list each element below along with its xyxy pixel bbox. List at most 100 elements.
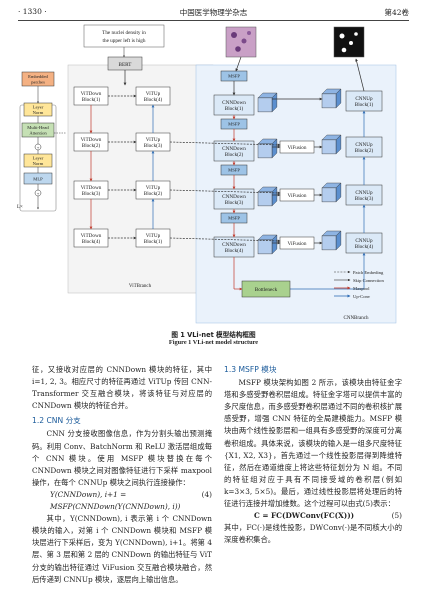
right-paragraph-1: MSFP 模块架构如图 2 所示，该模块由特征金字塔和多感受野卷积层组成。特征金… (224, 378, 402, 509)
vit-down-block-1-text-1: Block(1) (82, 96, 101, 103)
cnn-branch-label: CNNBranch (344, 316, 369, 321)
svg-text:+: + (37, 191, 40, 196)
vit-down-blocks: ViTDownBlock(1)ViTDownBlock(2)ViTDownBlo… (73, 86, 109, 248)
vit-down-block-2-text-1: Block(2) (82, 142, 101, 149)
right-paragraph-2: 其中，FC(·)是线性投影，DWConv(·)是不同核大小的深度卷积集合。 (224, 523, 402, 545)
vit-down-block-4-text-0: ViTDown (81, 233, 102, 239)
equation-5-number: (5) (391, 511, 402, 521)
vifusion-module-1: ViFusion (279, 140, 315, 154)
vifusion-module-2: ViFusion (279, 188, 315, 202)
vit-down-block-3-text-0: ViTDown (81, 185, 102, 191)
left-paragraph-2: CNN 分支接收图像信息，作为分割头输出预测掩码。利用 Conv、BatchNo… (32, 429, 212, 487)
vit-branch-label: ViTBranch (129, 284, 152, 289)
equation-4-body: Y(CNNDown), i+1 = MSFP(CNNDown(Y(CNNDown… (50, 489, 181, 512)
header-rule (18, 20, 409, 21)
msfp-module-1: MSFP (220, 118, 248, 130)
svg-text:+: + (37, 145, 40, 150)
text-prompt-line-2: the upper left is high (103, 37, 146, 44)
cnn-up-block-4-text-0: CNNUp (355, 238, 373, 244)
cnn-down-block-4-text-0: CNNDown (222, 242, 246, 248)
equation-4: Y(CNNDown), i+1 = MSFP(CNNDown(Y(CNNDown… (32, 489, 212, 513)
vit-up-block-4-text-0: ViTUp (146, 91, 161, 97)
vit-down-block-2-text-0: ViTDown (81, 137, 102, 143)
connection-arrows (89, 56, 366, 291)
msfp-module-input: MSFP (220, 70, 248, 82)
encoder-label-1a: Layer (33, 105, 44, 110)
cnn-up-feature-3 (321, 182, 342, 203)
cnn-down-feature-1 (257, 92, 278, 113)
text-prompt-group: The nuclei density in the upper left is … (83, 24, 165, 71)
encoder-label-3b: Norm (33, 161, 44, 166)
msfp-label-3: MSFP (228, 216, 240, 221)
figure-caption-cn: 图 1 VLi-net 模型结构框图 (171, 331, 256, 339)
input-histology-image (225, 26, 257, 58)
cnn-down-feature-2 (257, 138, 278, 159)
page-number: · 1330 · (18, 7, 47, 16)
cnn-down-block-1-text-0: CNNDown (222, 100, 246, 106)
cnn-up-block-2-text-0: CNNUp (355, 142, 373, 148)
cnn-down-blocks: CNNDownBlock(1)CNNDownBlock(2)CNNDownBlo… (213, 92, 278, 258)
cnn-down-block-2-text-0: CNNDown (222, 146, 246, 152)
vit-up-block-1-text-0: ViTUp (146, 233, 161, 239)
vifusion-label-2: ViFusion (287, 193, 306, 199)
cnn-up-feature-2 (321, 134, 342, 155)
cnn-down-feature-3 (257, 186, 278, 207)
output-mask-image (333, 26, 365, 58)
cnn-up-block-2-text-1: Block(2) (355, 147, 374, 154)
cnn-up-block-3-text-1: Block(3) (355, 195, 374, 202)
encoder-count: L× (17, 205, 23, 210)
legend-skip-connection: Skip Connection (353, 278, 384, 283)
vit-up-blocks: ViTUpBlock(4)ViTUpBlock(3)ViTUpBlock(2)V… (135, 86, 171, 248)
transformer-encoder: Embedded patches Layer Norm Multi-Head A… (17, 71, 66, 212)
cnn-up-block-4-text-1: Block(4) (355, 243, 374, 250)
bottleneck-box (241, 280, 291, 298)
cnn-up-feature-1 (321, 88, 342, 109)
legend: Patch Embeding Skip Connection Maxpool U… (334, 270, 384, 299)
encoder-label-2a: Multi-Head (27, 125, 49, 130)
equation-5-body: C = FC(DWConv(FC(X))) (254, 511, 355, 521)
cnn-up-block-3-text-0: CNNUp (355, 190, 373, 196)
vit-down-block-1-text-0: ViTDown (81, 91, 102, 97)
msfp-label-1: MSFP (228, 122, 240, 127)
cnn-up-block-1-text-0: CNNUp (355, 96, 373, 102)
encoder-label-0a: Embedded (28, 74, 48, 79)
cnn-down-block-3-text-1: Block(3) (225, 199, 244, 206)
equation-5: C = FC(DWConv(FC(X))) (5) (224, 510, 402, 522)
page-header: · 1330 · 中国医学物理学杂志 第42卷 (18, 7, 409, 21)
vit-down-block-4-text-1: Block(4) (82, 238, 101, 245)
vit-up-block-2-text-1: Block(2) (144, 190, 163, 197)
cnn-up-feature-4 (321, 230, 342, 251)
bert-label: BERT (119, 62, 133, 68)
section-heading-1-2: 1.2 CNN 分支 (32, 416, 81, 426)
encoder-label-2b: Attention (29, 131, 47, 136)
legend-up-conv: Up-Conv (353, 294, 371, 299)
figure-vli-net: Embedded patches Layer Norm Multi-Head A… (16, 23, 411, 328)
legend-maxpool: Maxpool (353, 286, 370, 291)
cnn-down-feature-4 (257, 234, 278, 255)
text-prompt-line-1: The nuclei density in (102, 30, 146, 36)
vit-up-block-3-text-1: Block(3) (144, 142, 163, 149)
cnn-down-block-3-text-0: CNNDown (222, 194, 246, 200)
left-paragraph-1: 征，又接收对应层的 CNNDown 模块的特征，其中 i=1, 2, 3。相应尺… (32, 365, 212, 411)
vit-down-block-3-text-1: Block(3) (82, 190, 101, 197)
cnn-up-block-1-text-1: Block(1) (355, 101, 374, 108)
vit-up-block-4-text-1: Block(4) (144, 96, 163, 103)
vit-up-block-1-text-1: Block(1) (144, 238, 163, 245)
left-column: 征，又接收对应层的 CNNDown 模块的特征，其中 i=1, 2, 3。相应尺… (32, 364, 212, 586)
vit-up-block-2-text-0: ViTUp (146, 185, 161, 191)
cnn-down-block-2-text-1: Block(2) (225, 151, 244, 158)
msfp-module-2: MSFP (220, 164, 248, 176)
encoder-label-4: MLP (33, 177, 43, 182)
legend-patch-embedding: Patch Embeding (353, 270, 384, 275)
